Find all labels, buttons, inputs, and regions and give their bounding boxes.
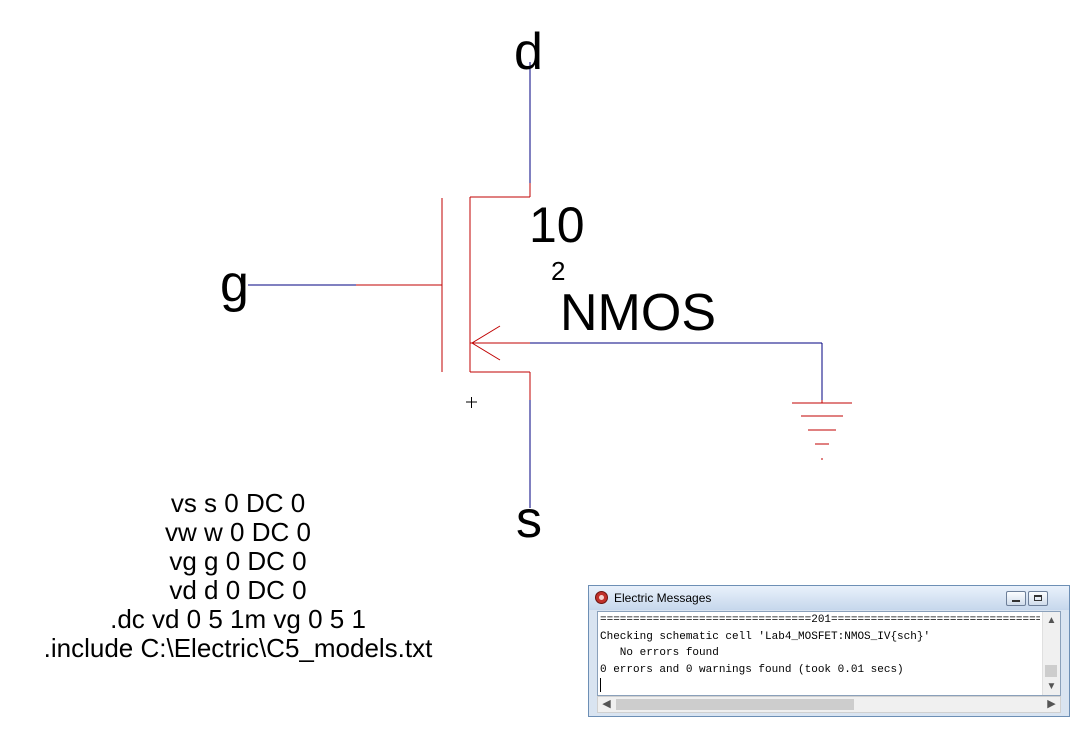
spice-card-text[interactable]: vs s 0 DC 0 vw w 0 DC 0 vg g 0 DC 0 vd d… [0, 489, 476, 663]
spice-line: vw w 0 DC 0 [165, 517, 311, 547]
messages-window[interactable]: Electric Messages ======================… [588, 585, 1070, 717]
horizontal-scrollbar[interactable]: ◀ ▶ [597, 696, 1061, 713]
message-line: ================================201=====… [600, 614, 1040, 626]
message-line: 0 errors and 0 warnings found (took 0.01… [600, 663, 904, 676]
length-label: 2 [551, 256, 566, 286]
messages-text-area[interactable]: ================================201=====… [597, 611, 1061, 696]
width-label: 10 [529, 197, 585, 253]
spice-line: .dc vd 0 5 1m vg 0 5 1 [110, 604, 366, 634]
messages-titlebar[interactable]: Electric Messages [589, 586, 1069, 610]
vertical-scroll-thumb[interactable] [1045, 665, 1057, 677]
gate-label: g [220, 255, 249, 313]
spice-line: vg g 0 DC 0 [169, 546, 307, 576]
minimize-button[interactable] [1006, 591, 1026, 606]
messages-window-title: Electric Messages [614, 591, 712, 605]
spice-line: vs s 0 DC 0 [170, 488, 306, 518]
body-arrow [471, 325, 501, 361]
crosshair-icon [466, 397, 477, 408]
drain-label: d [514, 23, 543, 81]
vertical-scrollbar[interactable]: ▲ ▼ [1042, 612, 1060, 695]
chevron-right-icon[interactable]: ▶ [1047, 698, 1056, 710]
message-line: No errors found [600, 647, 719, 659]
horizontal-scroll-thumb[interactable] [616, 699, 854, 710]
spice-line: .include C:\Electric\C5_models.txt [43, 633, 433, 663]
chevron-up-icon[interactable]: ▲ [1046, 615, 1057, 626]
chevron-down-icon[interactable]: ▼ [1046, 681, 1057, 692]
spice-line: vd d 0 DC 0 [169, 575, 307, 605]
source-label: s [516, 491, 542, 549]
ground-symbol[interactable] [792, 400, 852, 460]
message-line: Checking schematic cell 'Lab4_MOSFET:NMO… [600, 630, 931, 643]
model-label: NMOS [560, 284, 716, 342]
electric-app-icon[interactable] [595, 591, 608, 604]
maximize-button[interactable] [1028, 591, 1048, 606]
text-caret [600, 678, 601, 692]
chevron-left-icon[interactable]: ◀ [602, 698, 611, 710]
